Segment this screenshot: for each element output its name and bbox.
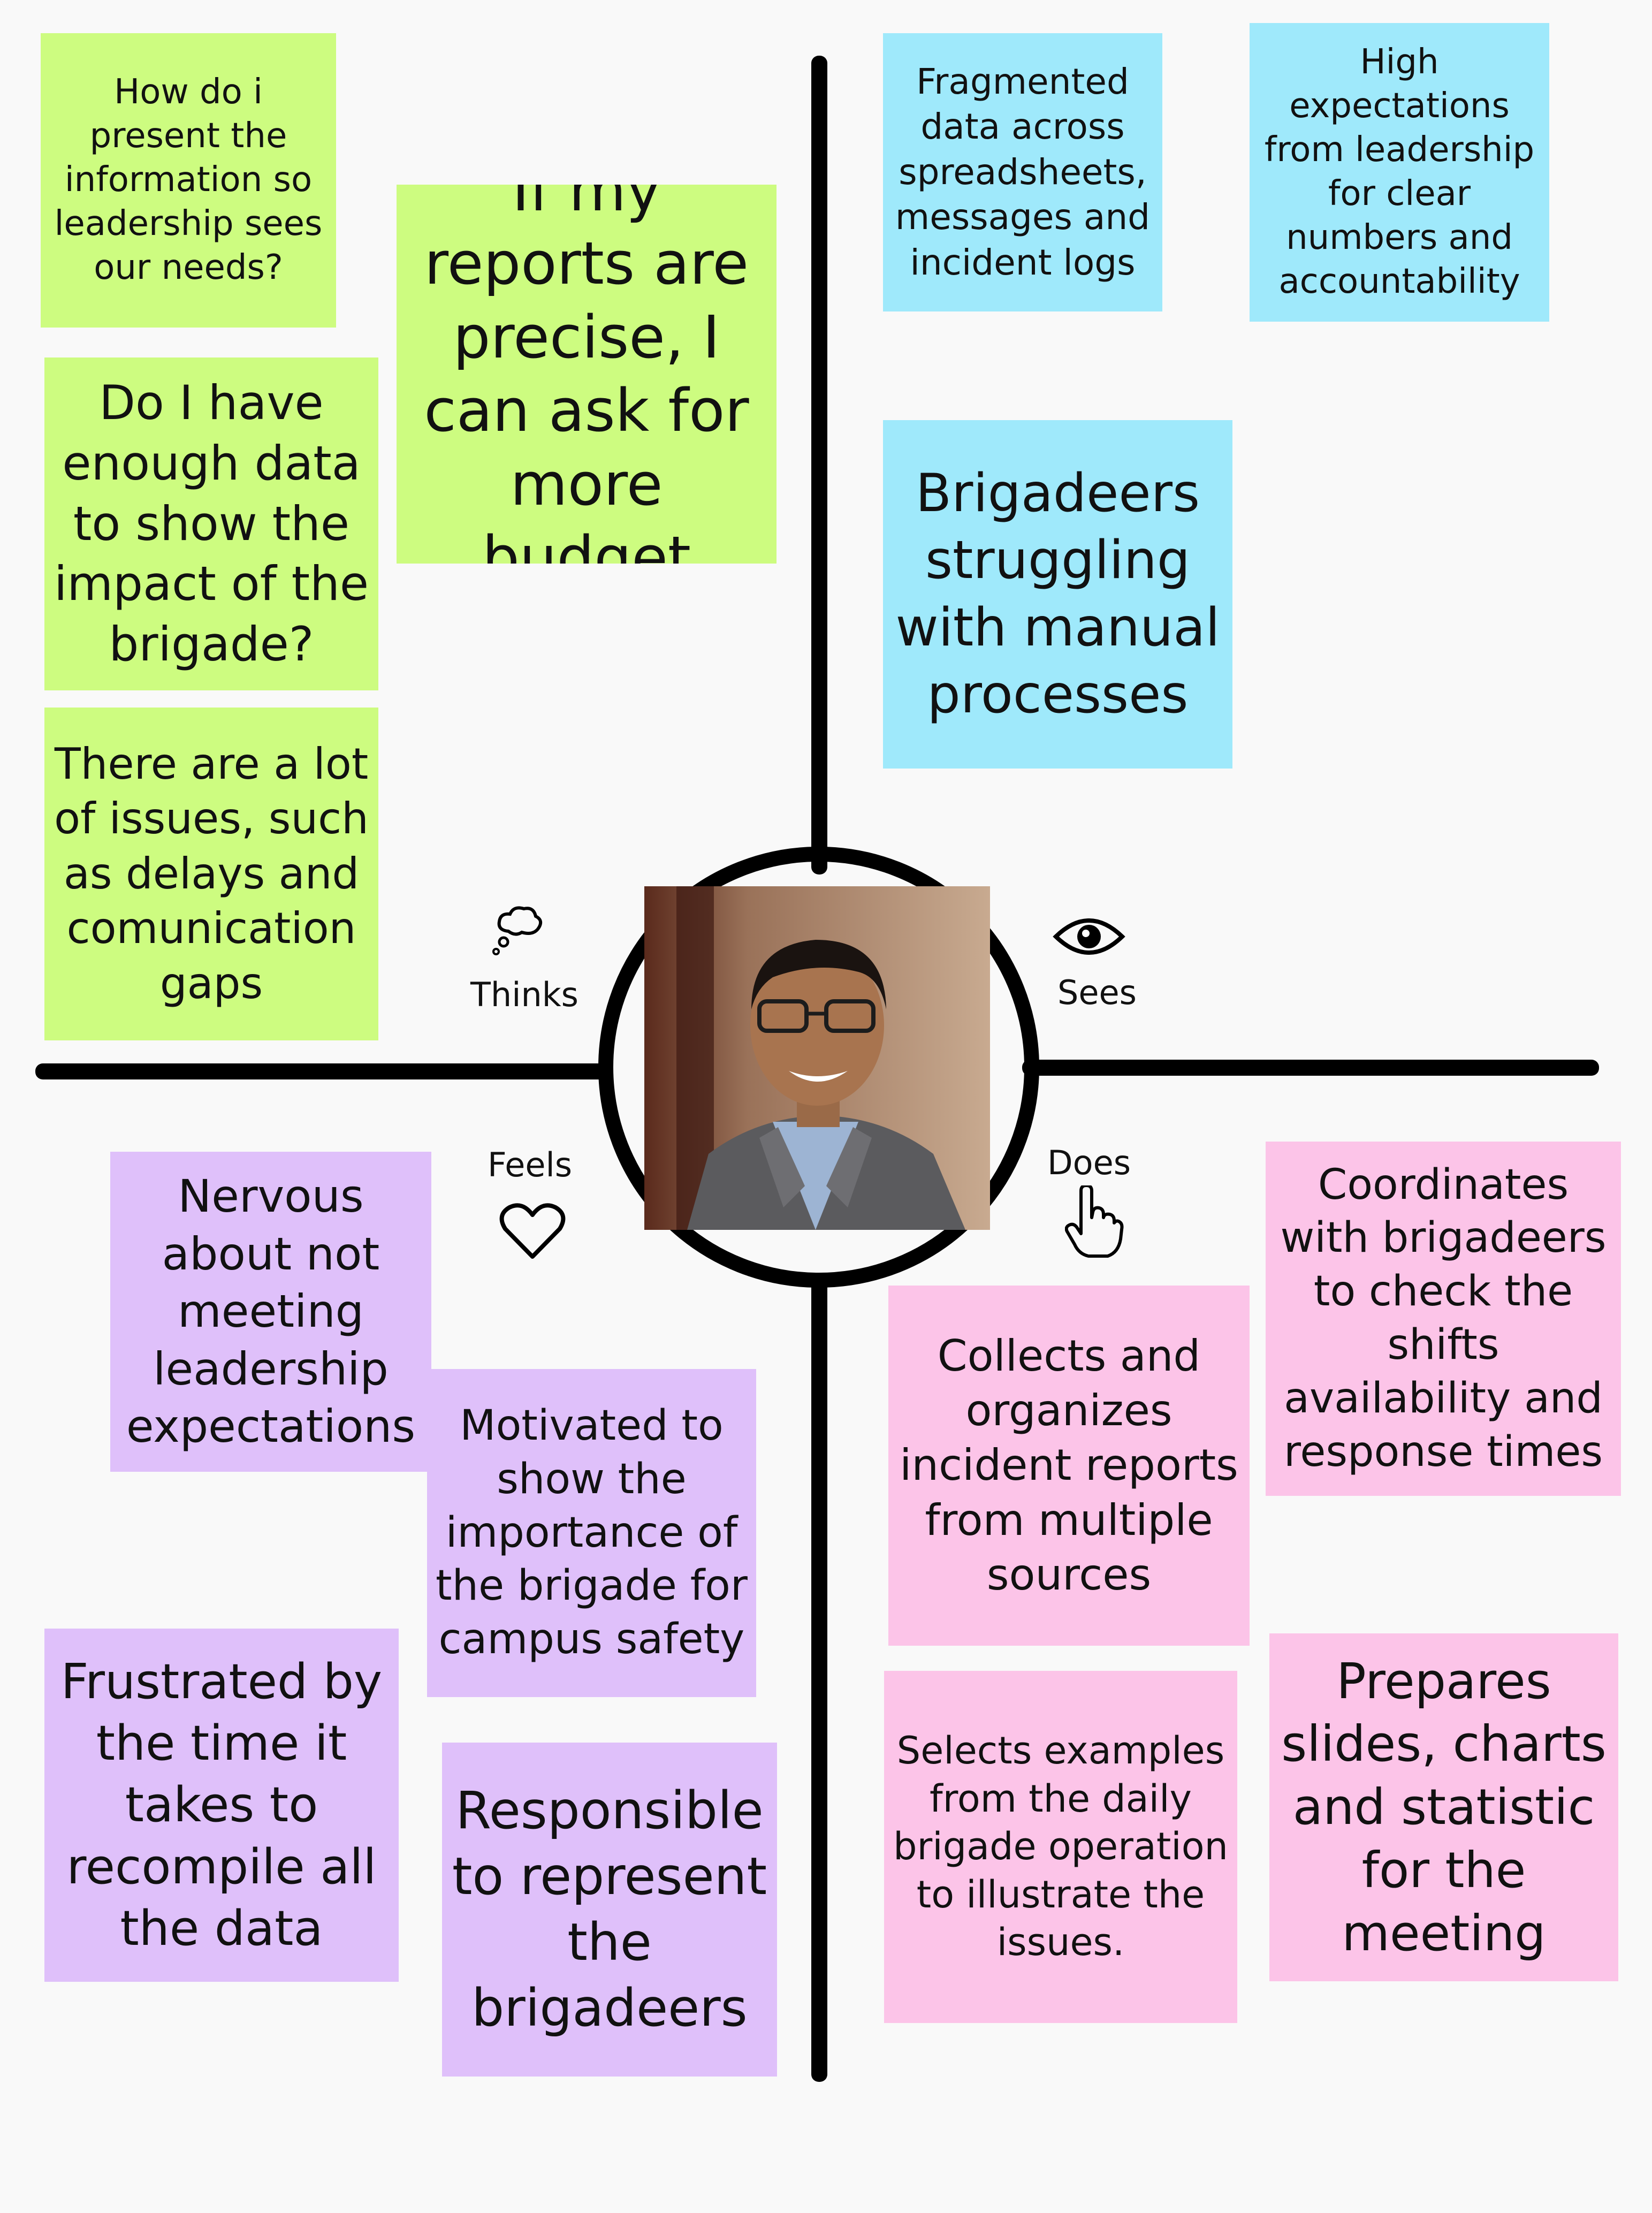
horizontal-axis-left <box>35 1063 613 1079</box>
sticky-note-thinks-2[interactable]: If my reports are precise, I can ask for… <box>397 185 776 564</box>
quadrant-label-feels: Feels <box>487 1145 573 1184</box>
persona-portrait <box>644 886 990 1230</box>
note-text: Coordinates with brigadeers to check the… <box>1280 1160 1607 1476</box>
vertical-axis-bottom <box>811 1274 827 2082</box>
note-text: Motivated to show the importance of the … <box>436 1401 748 1664</box>
note-text: Prepares slides, charts and statistic fo… <box>1281 1652 1607 1962</box>
sticky-note-feels-2[interactable]: Motivated to show the importance of the … <box>427 1369 756 1697</box>
sticky-note-thinks-4[interactable]: There are a lot of issues, such as delay… <box>44 708 378 1040</box>
sticky-note-does-4[interactable]: Prepares slides, charts and statistic fo… <box>1269 1633 1618 1981</box>
sticky-note-sees-1[interactable]: Fragmented data across spreadsheets, mes… <box>883 33 1162 311</box>
note-text: Selects examples from the daily brigade … <box>893 1729 1228 1965</box>
heart-icon <box>498 1199 567 1263</box>
sticky-note-thinks-3[interactable]: Do I have enough data to show the impact… <box>44 358 378 690</box>
note-text: Responsible to represent the brigadeers <box>452 1781 767 2038</box>
note-text: There are a lot of issues, such as delay… <box>54 739 369 1008</box>
note-text: If my reports are precise, I can ask for… <box>424 185 749 564</box>
pointing-hand-icon <box>1064 1184 1124 1260</box>
quadrant-label-sees: Sees <box>1057 973 1137 1012</box>
sticky-note-sees-2[interactable]: High expectations from leadership for cl… <box>1250 23 1549 322</box>
sticky-note-feels-1[interactable]: Nervous about not meeting leadership exp… <box>110 1152 431 1472</box>
sticky-note-feels-4[interactable]: Responsible to represent the brigadeers <box>442 1743 777 2077</box>
sticky-note-does-2[interactable]: Collects and organizes incident reports … <box>888 1286 1250 1646</box>
quadrant-label-does: Does <box>1047 1143 1131 1182</box>
note-text: Fragmented data across spreadsheets, mes… <box>895 60 1151 283</box>
note-text: High expectations from leadership for cl… <box>1264 42 1535 301</box>
thought-bubble-icon <box>484 899 549 963</box>
horizontal-axis-right <box>1022 1060 1599 1076</box>
vertical-axis-top <box>811 56 827 874</box>
note-text: Nervous about not meeting leadership exp… <box>126 1170 416 1453</box>
note-text: Do I have enough data to show the impact… <box>54 375 369 672</box>
quadrant-label-thinks: Thinks <box>470 975 578 1014</box>
sticky-note-does-3[interactable]: Selects examples from the daily brigade … <box>884 1671 1237 2023</box>
persona-photo <box>644 886 990 1230</box>
note-text: Collects and organizes incident reports … <box>900 1330 1238 1600</box>
note-text: Brigadeers struggling with manual proces… <box>895 462 1220 725</box>
eye-icon <box>1052 910 1126 963</box>
note-text: Frustrated by the time it takes to recom… <box>60 1654 383 1957</box>
sticky-note-does-1[interactable]: Coordinates with brigadeers to check the… <box>1266 1142 1621 1496</box>
sticky-note-sees-3[interactable]: Brigadeers struggling with manual proces… <box>883 420 1232 769</box>
sticky-note-thinks-1[interactable]: How do i present the information so lead… <box>41 33 336 328</box>
note-text: How do i present the information so lead… <box>54 72 323 287</box>
sticky-note-feels-3[interactable]: Frustrated by the time it takes to recom… <box>44 1629 399 1982</box>
